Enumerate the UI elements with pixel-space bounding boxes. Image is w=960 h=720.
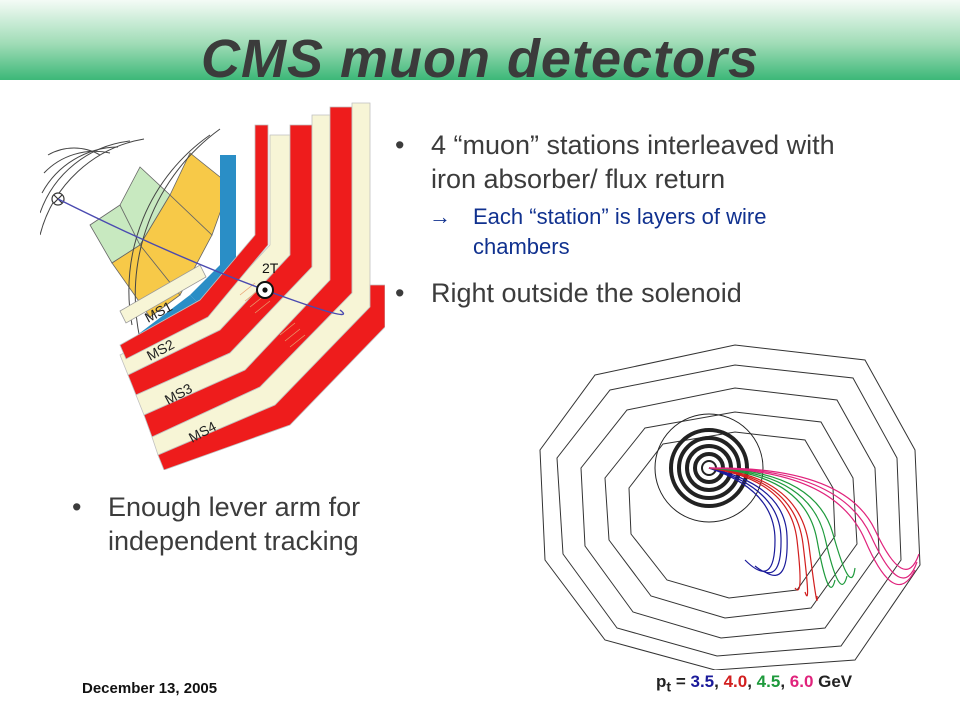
iron-yoke	[119, 124, 269, 360]
bullet-solenoid: Right outside the solenoid	[395, 276, 865, 310]
legend-unit: GeV	[813, 672, 853, 691]
header-band	[0, 0, 960, 80]
tracker-arc	[47, 147, 101, 156]
detector-cross-section: 2T MS1 MS2 MS3 MS4	[40, 102, 385, 470]
arrow-icon: →	[429, 204, 451, 229]
slide-title: CMS muon detectors	[200, 29, 760, 89]
legend-equals: =	[671, 672, 691, 691]
event-display	[539, 344, 921, 670]
legend-value-3: 4.5	[756, 672, 781, 691]
field-label: 2T	[262, 260, 279, 276]
bullet-list-lower: Enough lever arm for independent trackin…	[72, 490, 422, 564]
muon-system-outline	[539, 344, 921, 670]
bullet-list: 4 “muon” stations interleaved with iron …	[395, 128, 865, 316]
legend-value-4: 6.0	[789, 672, 814, 691]
legend-prefix: p	[656, 672, 667, 691]
legend-subscript: t	[666, 679, 672, 696]
sub-bullet-wire-chambers: → Each “station” is layers of wire chamb…	[429, 202, 865, 262]
legend-value-1: 3.5	[690, 672, 715, 691]
muon-track	[57, 198, 345, 316]
momentum-legend: pt = 3.5, 4.0, 4.5, 6.0 GeV	[656, 672, 853, 696]
bullet-stations: 4 “muon” stations interleaved with iron …	[395, 128, 865, 196]
bullet-lever-arm: Enough lever arm for independent trackin…	[72, 490, 422, 558]
legend-value-2: 4.0	[723, 672, 748, 691]
slide-date: December 13, 2005	[82, 680, 218, 697]
track-bundles	[708, 467, 920, 602]
sub-bullet-text: Each “station” is layers of wire chamber…	[473, 204, 767, 259]
